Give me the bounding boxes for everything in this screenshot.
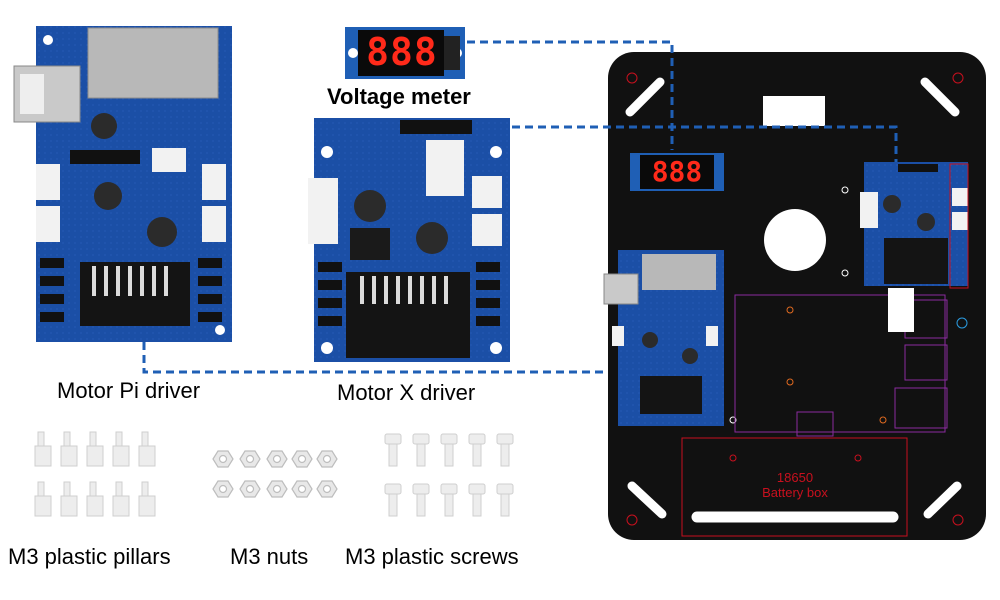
nut-icon [316,450,338,468]
motor-x-driver-label: Motor X driver [337,380,476,405]
voltage-meter-label: Voltage meter [327,84,471,109]
battery-size-text: 18650 [776,470,814,485]
nut-icon [266,480,288,498]
screw-icon [496,433,514,467]
m3-nuts-label: M3 nuts [230,544,309,569]
pillar-icon [112,481,130,517]
voltage-meter-display: 888 [366,30,438,74]
plate-motor-x-driver [860,162,969,289]
screw-icon [384,433,402,467]
screw-icon [384,483,402,517]
nut-icon [239,450,261,468]
motor-pi-driver-label: Motor Pi driver [57,378,201,403]
pillar-icon [60,481,78,517]
pillar-icon [86,481,104,517]
nut-icon [239,480,261,498]
nut-icon [291,480,313,498]
nut-icon [316,480,338,498]
nut-icon [212,480,234,498]
screw-icon [468,433,486,467]
pillar-icon [112,431,130,467]
nut-icon [266,450,288,468]
m3-screws-group [384,433,514,517]
m3-pillars-label: M3 plastic pillars [8,544,171,569]
m3-pillars-group [34,431,156,517]
m3-screws-label: M3 plastic screws [345,544,519,569]
m3-nuts-group [212,450,338,498]
pillar-icon [86,431,104,467]
pillar-icon [60,431,78,467]
plate-voltage-meter [630,153,724,191]
pillar-icon [138,431,156,467]
connector-lines [142,40,898,374]
battery-box-label: 18650 Battery box [740,470,850,500]
nut-icon [212,450,234,468]
screw-icon [468,483,486,517]
screw-icon [440,483,458,517]
nut-icon [291,450,313,468]
pillar-icon [34,431,52,467]
screw-icon [412,433,430,467]
voltage-meter-module [345,27,465,79]
screw-icon [440,433,458,467]
screw-icon [412,483,430,517]
pillar-icon [34,481,52,517]
pillar-icon [138,481,156,517]
battery-box-text: Battery box [762,485,828,500]
plate-voltage-meter-display: 888 [651,155,703,188]
screw-icon [496,483,514,517]
motor-x-driver-board [308,118,510,362]
motor-pi-driver-board [13,26,232,342]
plate-motor-pi-driver [603,250,724,426]
